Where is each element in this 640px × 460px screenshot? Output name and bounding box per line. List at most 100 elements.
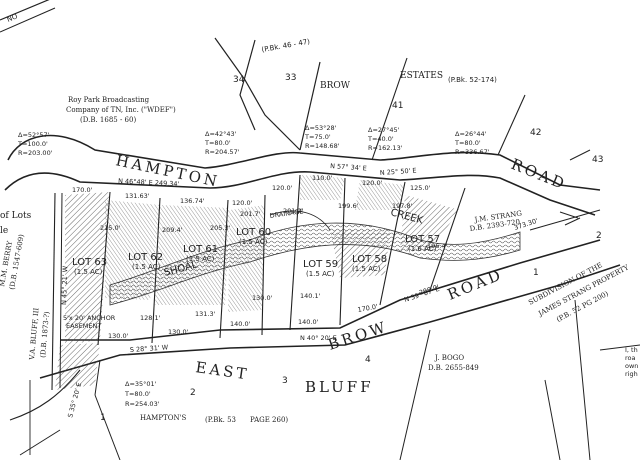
dim-top-2: 131.63' [125, 192, 150, 200]
road-label-road: ROAD [445, 265, 506, 304]
bearing-brow-mid: N 40° 20' E [300, 334, 337, 342]
curve3-tangent: T=75.0' [304, 133, 331, 141]
lot-number-42: 42 [530, 128, 541, 138]
curve4-tangent: T=40.0' [367, 135, 394, 143]
lot-62-area: (1.5 AC) [132, 263, 161, 271]
anchor-easement-line1: 5'x 20' ANCHOR [63, 314, 116, 322]
owner-le-fragment: le [0, 226, 8, 236]
owner-hamptons-line2: (P.Bk. 53 [205, 416, 236, 424]
curve1-delta: Δ=52°57' [18, 131, 50, 139]
curve2-delta: Δ=42°43' [205, 130, 237, 138]
dim-bottom-2: 130.0' [168, 328, 189, 336]
lot-63-name: LOT 63 [72, 257, 107, 268]
dim-top-4: 120.0' [232, 199, 253, 207]
curve6-delta: Δ=35°01' [125, 380, 157, 388]
dim-bottom-5: 170.0' [357, 303, 379, 314]
owner-bogo-line1: J. BOGO [434, 354, 464, 362]
owner-roy-park-line2: Company of TN, Inc. ("WDEF") [66, 106, 176, 114]
road-label-estates-top: ESTATES [400, 71, 443, 81]
bearing-hampton-top: N 46°48' E 249.34' [118, 177, 180, 188]
dim-top-5: 120.0' [272, 184, 293, 192]
right-tract-lines [399, 209, 640, 460]
right-edge-text-1: I, th [625, 346, 638, 354]
anchor-easement-line2: EASEMENT [66, 322, 101, 330]
corner-lines-top-left: NO [0, 0, 56, 33]
dim-bottom-4: 140.0' [298, 318, 319, 326]
dim-side-2: 209.4' [162, 226, 183, 234]
curve5-delta: Δ=26°44' [455, 130, 487, 138]
dim-side-11: 130.0' [252, 294, 273, 302]
lot-number-33: 33 [285, 73, 296, 83]
lot-60-name: LOT 60 [236, 227, 271, 238]
bottom-left-lines [9, 369, 121, 460]
lot-58-area: (1.5 AC) [352, 265, 381, 273]
lot-number-1-right: 1 [533, 268, 539, 278]
dim-bottom-1: 130.0' [108, 332, 129, 340]
lot-61-area: (1.5 AC) [186, 255, 215, 263]
lot-60-area: (1.5 AC) [239, 238, 268, 246]
lot-58-name: LOT 58 [352, 254, 387, 265]
owner-hamptons-line3: PAGE 260) [250, 416, 288, 424]
bearing-brow-bottom: S 28° 31' W [130, 343, 169, 354]
dim-bottom-3: 140.0' [230, 320, 251, 328]
upper-tract-lines [214, 37, 591, 161]
right-edge-text-4: righ [625, 370, 638, 378]
curve2-tangent: T=80.0' [204, 139, 231, 147]
owner-roy-park-line1: Roy Park Broadcasting [68, 96, 150, 104]
curve6-tangent: T=80.0' [124, 390, 151, 398]
road-label-bluff: BLUFF [305, 378, 374, 396]
lot-57-name: LOT 57 [405, 234, 440, 245]
lot-number-2-right: 2 [596, 231, 602, 241]
curve1-tangent: T=100.0' [17, 140, 48, 148]
curve4-radius: R=162.13' [368, 144, 403, 152]
road-label-hampton-road: ROAD [509, 155, 570, 194]
curve4-delta: Δ=27°45' [368, 126, 400, 134]
dim-top-7: 120.0' [362, 179, 383, 187]
dim-side-3: 205.3' [210, 224, 231, 232]
dim-top-6: 110.0' [312, 174, 333, 182]
curve5-radius: R=336.67' [455, 148, 490, 156]
curve5-tangent: T=80.0' [454, 139, 481, 147]
bearing-west-line: N 45° 21' W [60, 265, 69, 305]
bearing-hampton-right: N 25° 50' E [380, 166, 417, 177]
owner-roy-park-line3: (D.B. 1685 - 60) [80, 116, 136, 124]
owner-hamptons-line1: HAMPTON'S [140, 414, 186, 422]
lot-number-3-bottom: 3 [282, 376, 288, 386]
owner-va-bluff-line2: (D.B. 1873-?) [39, 311, 51, 358]
dim-side-6: 199.6' [338, 202, 359, 210]
owner-of-lots-fragment: of Lots [0, 211, 32, 221]
dim-top-3: 136.74' [180, 197, 205, 205]
dim-side-9: 128.1' [140, 314, 161, 322]
dim-side-12: 140.1' [300, 292, 321, 300]
right-edge-text-3: own [625, 362, 638, 370]
dim-side-1: 215.0' [100, 224, 121, 232]
curve2-radius: R=204.57' [205, 148, 240, 156]
lot-number-4-bottom: 4 [365, 355, 371, 365]
curve6-radius: R=254.03' [125, 400, 160, 408]
lot-62-name: LOT 62 [128, 252, 163, 263]
curve1-radius: R=203.00' [18, 149, 53, 157]
east-brow-road [39, 239, 621, 396]
lot-57-area: (1.6 AC) [408, 245, 437, 253]
dim-side-8: 196.4' [427, 242, 448, 250]
right-edge-text-2: roa [625, 354, 636, 362]
creek-band [109, 210, 521, 306]
pbk-right-ref: (P.Bk. 52-174) [448, 76, 497, 84]
lot-number-1-bottom: 1 [100, 413, 106, 423]
road-label-east: EAST [194, 358, 250, 383]
lot-59-name: LOT 59 [303, 259, 338, 270]
dim-side-4: 201.7' [240, 210, 261, 218]
lot-59-area: (1.5 AC) [306, 270, 335, 278]
dim-top-8: 125.0' [410, 184, 431, 192]
curve3-delta: Δ=53°28' [305, 124, 337, 132]
dim-side-10: 131.3' [195, 310, 216, 318]
lot-no-label: NO [6, 12, 19, 24]
lot-number-41: 41 [392, 101, 403, 111]
lot-number-34: 34 [233, 75, 245, 85]
bearing-hampton-mid: N 57° 34' E [330, 162, 367, 173]
dim-top-1: 170.0' [72, 186, 93, 194]
lot-63-area: (1.5 AC) [74, 268, 103, 276]
road-label-brow-top: BROW [320, 81, 351, 91]
pbk-top-ref: (P.Bk. 46 - 47) [261, 38, 311, 54]
